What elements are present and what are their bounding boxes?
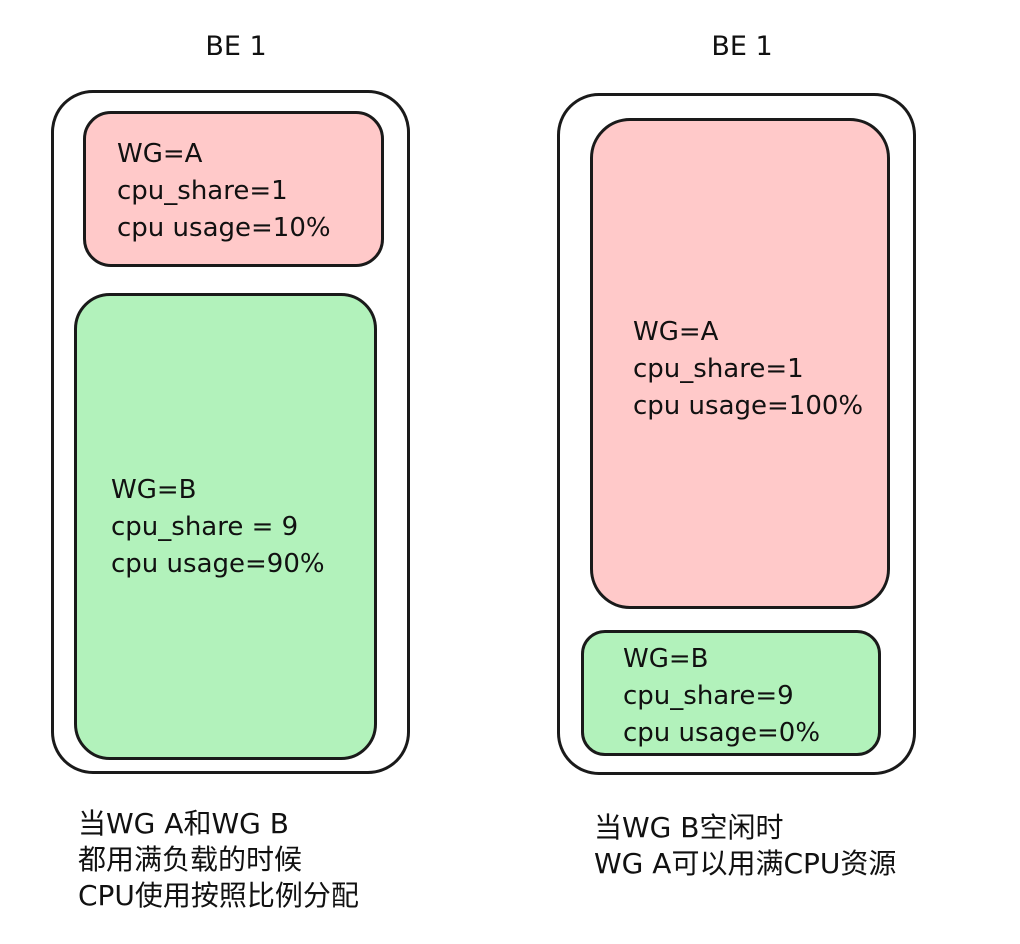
right-caption-line-2: WG A可以用满CPU资源 (594, 847, 897, 880)
left-wg-a-name: WG=A (117, 139, 203, 169)
left-caption: 当WG A和WG B 都用满负载的时候 CPU使用按照比例分配 (78, 806, 359, 914)
left-wg-a-share: cpu_share=1 (117, 176, 288, 206)
left-wg-b-name: WG=B (111, 475, 197, 505)
right-wg-a-share: cpu_share=1 (633, 354, 804, 384)
left-be-title: BE 1 (205, 31, 267, 62)
right-caption-line-1: 当WG B空闲时 (594, 811, 784, 844)
left-caption-line-1: 当WG A和WG B (78, 807, 289, 840)
left-wg-a-text: WG=A cpu_share=1 cpu usage=10% (117, 136, 331, 247)
right-wg-a-text: WG=A cpu_share=1 cpu usage=100% (633, 314, 863, 425)
right-wg-b-text: WG=B cpu_share=9 cpu usage=0% (623, 641, 820, 752)
left-wg-b-share: cpu_share = 9 (111, 512, 299, 542)
left-wg-a-box (83, 111, 384, 267)
right-caption: 当WG B空闲时 WG A可以用满CPU资源 (594, 810, 896, 882)
left-caption-line-2: 都用满负载的时候 (78, 843, 303, 876)
right-wg-b-usage: cpu usage=0% (623, 718, 821, 748)
left-wg-b-text: WG=B cpu_share = 9 cpu usage=90% (111, 472, 325, 583)
left-wg-a-usage: cpu usage=10% (117, 213, 331, 243)
right-wg-b-name: WG=B (623, 644, 709, 674)
left-wg-b-box (74, 293, 377, 760)
right-wg-a-box (590, 118, 890, 609)
right-wg-b-share: cpu_share=9 (623, 681, 794, 711)
right-be-title: BE 1 (711, 31, 773, 62)
left-wg-b-usage: cpu usage=90% (111, 549, 325, 579)
right-wg-a-usage: cpu usage=100% (633, 391, 864, 421)
left-caption-line-3: CPU使用按照比例分配 (78, 879, 359, 912)
right-wg-b-box (581, 630, 881, 756)
right-wg-a-name: WG=A (633, 317, 719, 347)
